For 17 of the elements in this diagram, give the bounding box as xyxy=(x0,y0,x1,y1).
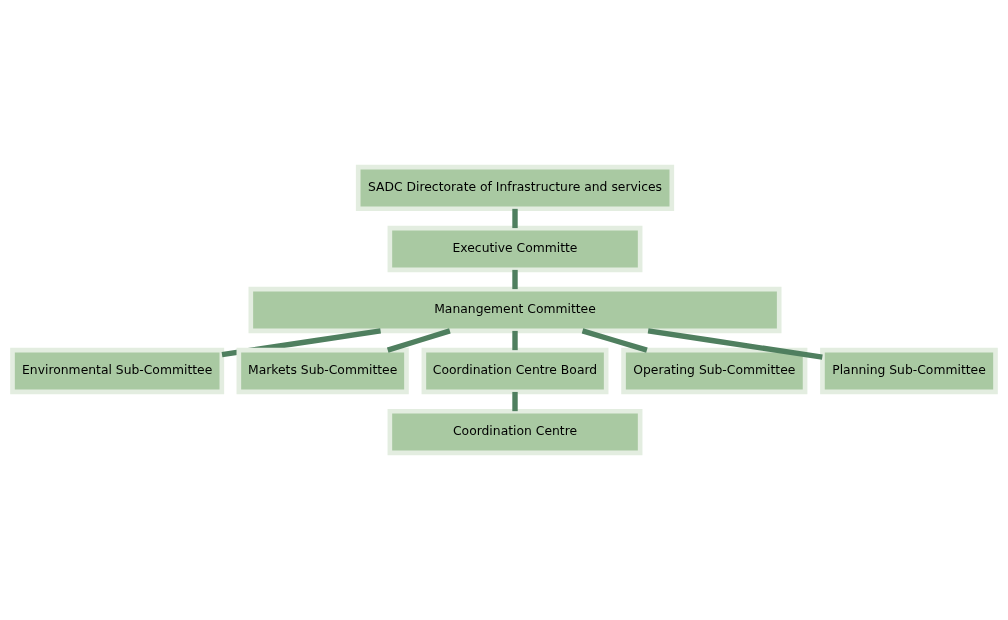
node-box: Manangement Committee xyxy=(248,286,782,334)
node-box: Coordination Centre Board xyxy=(421,347,609,395)
node-box: Operating Sub-Committee xyxy=(621,347,808,395)
connector xyxy=(386,328,451,353)
connector xyxy=(512,391,518,412)
node-box: Planning Sub-Committee xyxy=(820,347,998,395)
node-box: Environmental Sub-Committee xyxy=(10,347,225,395)
connector xyxy=(512,208,518,229)
connector xyxy=(647,328,823,360)
node-box: SADC Directorate of Infrastructure and services xyxy=(355,164,675,212)
node-box: Markets Sub-Committee xyxy=(236,347,409,395)
connector xyxy=(512,269,518,290)
connector xyxy=(221,328,381,358)
node-box: Executive Committe xyxy=(387,225,643,273)
node-box: Coordination Centre xyxy=(387,408,643,456)
connector xyxy=(512,330,518,351)
connector xyxy=(581,328,648,353)
